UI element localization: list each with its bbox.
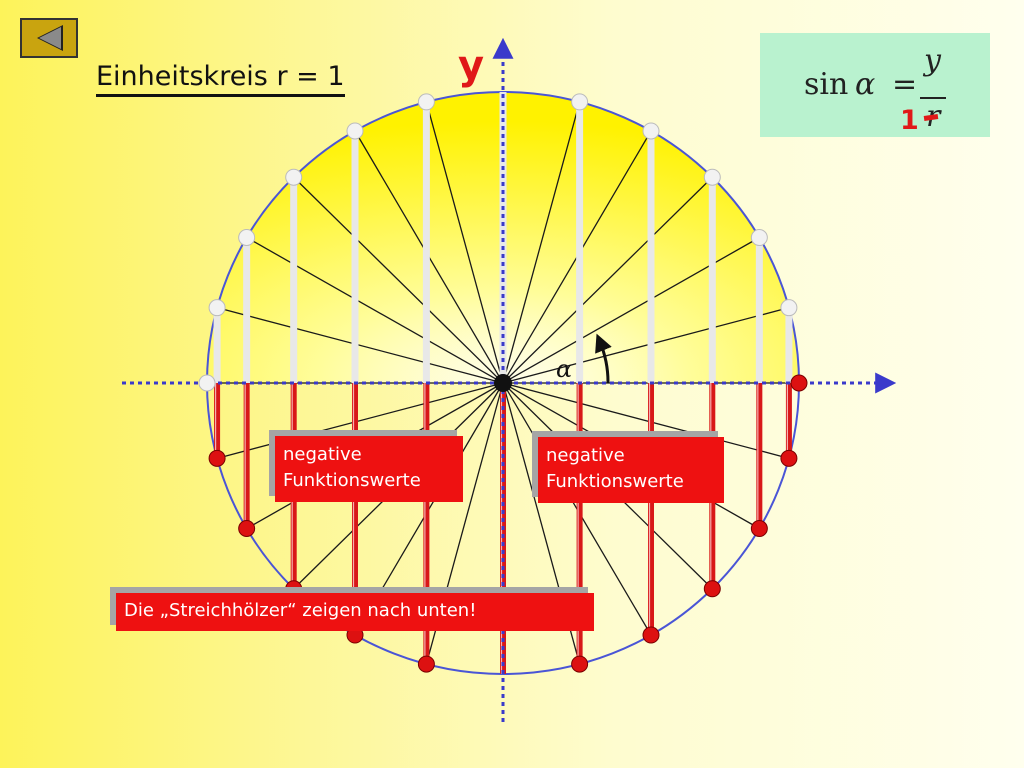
circle-point-negative [750, 520, 768, 537]
radius-line [216, 307, 504, 384]
circle-point-negative [703, 580, 721, 598]
origin-point [494, 374, 512, 392]
note-negative-values-left: negative Funktionswerte [275, 436, 463, 502]
radius-line [216, 382, 504, 459]
angle-arc-arrow [595, 333, 612, 384]
radius-line [502, 236, 760, 384]
page-title: Einheitskreis r = 1 [96, 60, 345, 97]
formula-equals: = [892, 67, 918, 102]
circle-point-negative [790, 374, 808, 392]
circle-point-negative [642, 626, 660, 644]
formula-function: sin [804, 67, 849, 102]
radius-line [246, 236, 504, 384]
circle-point-positive [346, 122, 364, 140]
back-button[interactable] [20, 18, 78, 58]
circle-point-negative [208, 449, 226, 467]
circle-point-negative [780, 449, 798, 467]
circle-point-positive [417, 93, 435, 111]
circle-point-positive [285, 168, 303, 186]
radius-line [502, 176, 713, 384]
note-matches-point-down: Die „Streichhölzer“ zeigen nach unten! [116, 593, 594, 631]
radius-line [502, 101, 581, 384]
circle-point-positive [780, 299, 798, 317]
formula-numerator: y [924, 43, 941, 78]
circle-point-positive [238, 229, 256, 246]
circle-point-positive [750, 229, 768, 246]
alpha-label: α [556, 355, 572, 383]
circle-point-positive [571, 93, 589, 111]
radius-line [293, 176, 504, 384]
radius-line [502, 307, 790, 384]
circle-point-positive [703, 168, 721, 186]
fraction-bar [920, 97, 946, 99]
y-axis-label: y [458, 43, 484, 89]
radius-line [425, 101, 504, 384]
circle-point-negative [417, 655, 435, 673]
circle-point-negative [238, 520, 256, 537]
circle-point-positive [642, 122, 660, 140]
note-negative-values-right: negative Funktionswerte [538, 437, 724, 503]
formula-variable: α [855, 67, 876, 102]
formula-replacement: 1 [900, 105, 919, 136]
circle-point-negative [571, 655, 589, 673]
sine-formula: sin α = y r 1 [760, 33, 990, 137]
circle-point-positive [208, 299, 226, 317]
radius-line [502, 382, 790, 459]
circle-point-positive [198, 374, 216, 392]
